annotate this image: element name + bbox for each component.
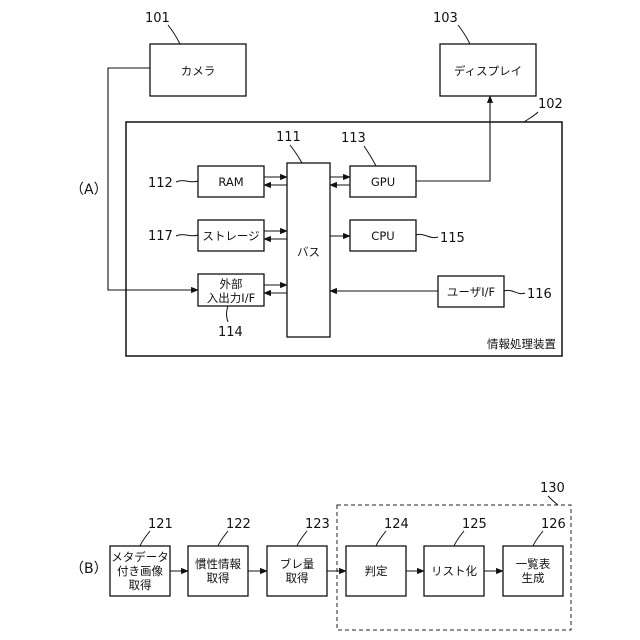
cpu-label: CPU [371, 229, 394, 243]
device-ref: 102 [538, 97, 563, 112]
camera-block: カメラ 101 [145, 11, 246, 96]
storage-leader [176, 235, 198, 236]
step-126-leader [533, 531, 543, 546]
ram-block: RAM 112 [148, 166, 264, 197]
step-123-text-1: ブレ量 [280, 557, 315, 571]
step-125-text-1: リスト化 [431, 564, 477, 578]
step-121-text-1: メタデータ [111, 550, 169, 564]
external-io-leader [227, 306, 229, 322]
step-124-text-1: 判定 [365, 564, 388, 578]
camera-ref: 101 [145, 11, 170, 26]
step-126-text-1: 一覧表 [516, 557, 551, 571]
device-caption: 情報処理装置 [487, 337, 556, 351]
ram-label: RAM [218, 175, 243, 189]
step-126-ref: 126 [541, 517, 566, 532]
step-125: リスト化 125 [424, 517, 487, 596]
gpu-block: GPU 113 [341, 131, 416, 197]
external-io-label-1: 外部 [220, 277, 243, 291]
external-io-block: 外部 入出力I/F 114 [198, 274, 264, 340]
step-126-text-2: 生成 [522, 571, 545, 585]
step-121-text-2: 付き画像 [117, 564, 163, 578]
section-b-label: （B） [70, 561, 108, 577]
step-125-leader [454, 531, 464, 546]
process-steps: メタデータ付き画像取得121慣性情報取得122ブレ量取得123判定124リスト化… [110, 517, 566, 596]
step-123-ref: 123 [305, 517, 330, 532]
group-ref: 130 [540, 481, 565, 496]
step-123-leader [297, 531, 307, 546]
bus-block: バス 111 [276, 130, 330, 337]
step-122-text-2: 取得 [207, 571, 230, 585]
display-leader [458, 25, 470, 44]
step-122-text-1: 慣性情報 [195, 557, 241, 571]
bus-ref: 111 [276, 130, 301, 145]
display-block: ディスプレイ 103 [433, 11, 536, 96]
gpu-to-display-arrow [416, 96, 490, 181]
bus-leader [290, 145, 302, 163]
step-122-leader [218, 531, 228, 546]
external-io-ref: 114 [218, 325, 243, 340]
step-121-leader [140, 531, 150, 546]
step-124-ref: 124 [384, 517, 409, 532]
step-121: メタデータ付き画像取得 121 [110, 517, 173, 596]
step-125-ref: 125 [462, 517, 487, 532]
step-122: 慣性情報取得 122 [188, 517, 251, 596]
step-123: ブレ量取得 123 [267, 517, 330, 596]
step-121-text-3: 取得 [129, 578, 152, 592]
step-122-ref: 122 [226, 517, 251, 532]
storage-label: ストレージ [202, 229, 259, 243]
step-123-text-2: 取得 [286, 571, 309, 585]
gpu-ref: 113 [341, 131, 366, 146]
ram-leader [176, 181, 198, 182]
user-if-leader [504, 290, 525, 293]
user-if-block: ユーザI/F 116 [438, 276, 552, 307]
step-124: 判定 124 [346, 517, 409, 596]
display-label: ディスプレイ [454, 64, 522, 78]
external-io-label-2: 入出力I/F [207, 291, 255, 305]
camera-leader [168, 25, 180, 44]
ram-ref: 112 [148, 176, 173, 191]
device-leader [524, 112, 538, 122]
user-if-label: ユーザI/F [447, 285, 495, 299]
user-if-ref: 116 [527, 287, 552, 302]
gpu-leader [364, 146, 376, 166]
display-ref: 103 [433, 11, 458, 26]
storage-ref: 117 [148, 229, 173, 244]
cpu-block: CPU 115 [350, 220, 465, 251]
camera-label: カメラ [181, 64, 216, 78]
storage-block: ストレージ 117 [148, 220, 264, 251]
bus-label: バス [297, 245, 320, 259]
section-a-label: （A） [70, 182, 108, 198]
gpu-label: GPU [371, 175, 395, 189]
cpu-ref: 115 [440, 231, 465, 246]
step-121-ref: 121 [148, 517, 173, 532]
group-leader [548, 496, 558, 505]
step-126: 一覧表生成 126 [503, 517, 566, 596]
step-124-leader [376, 531, 386, 546]
cpu-leader [416, 234, 438, 237]
